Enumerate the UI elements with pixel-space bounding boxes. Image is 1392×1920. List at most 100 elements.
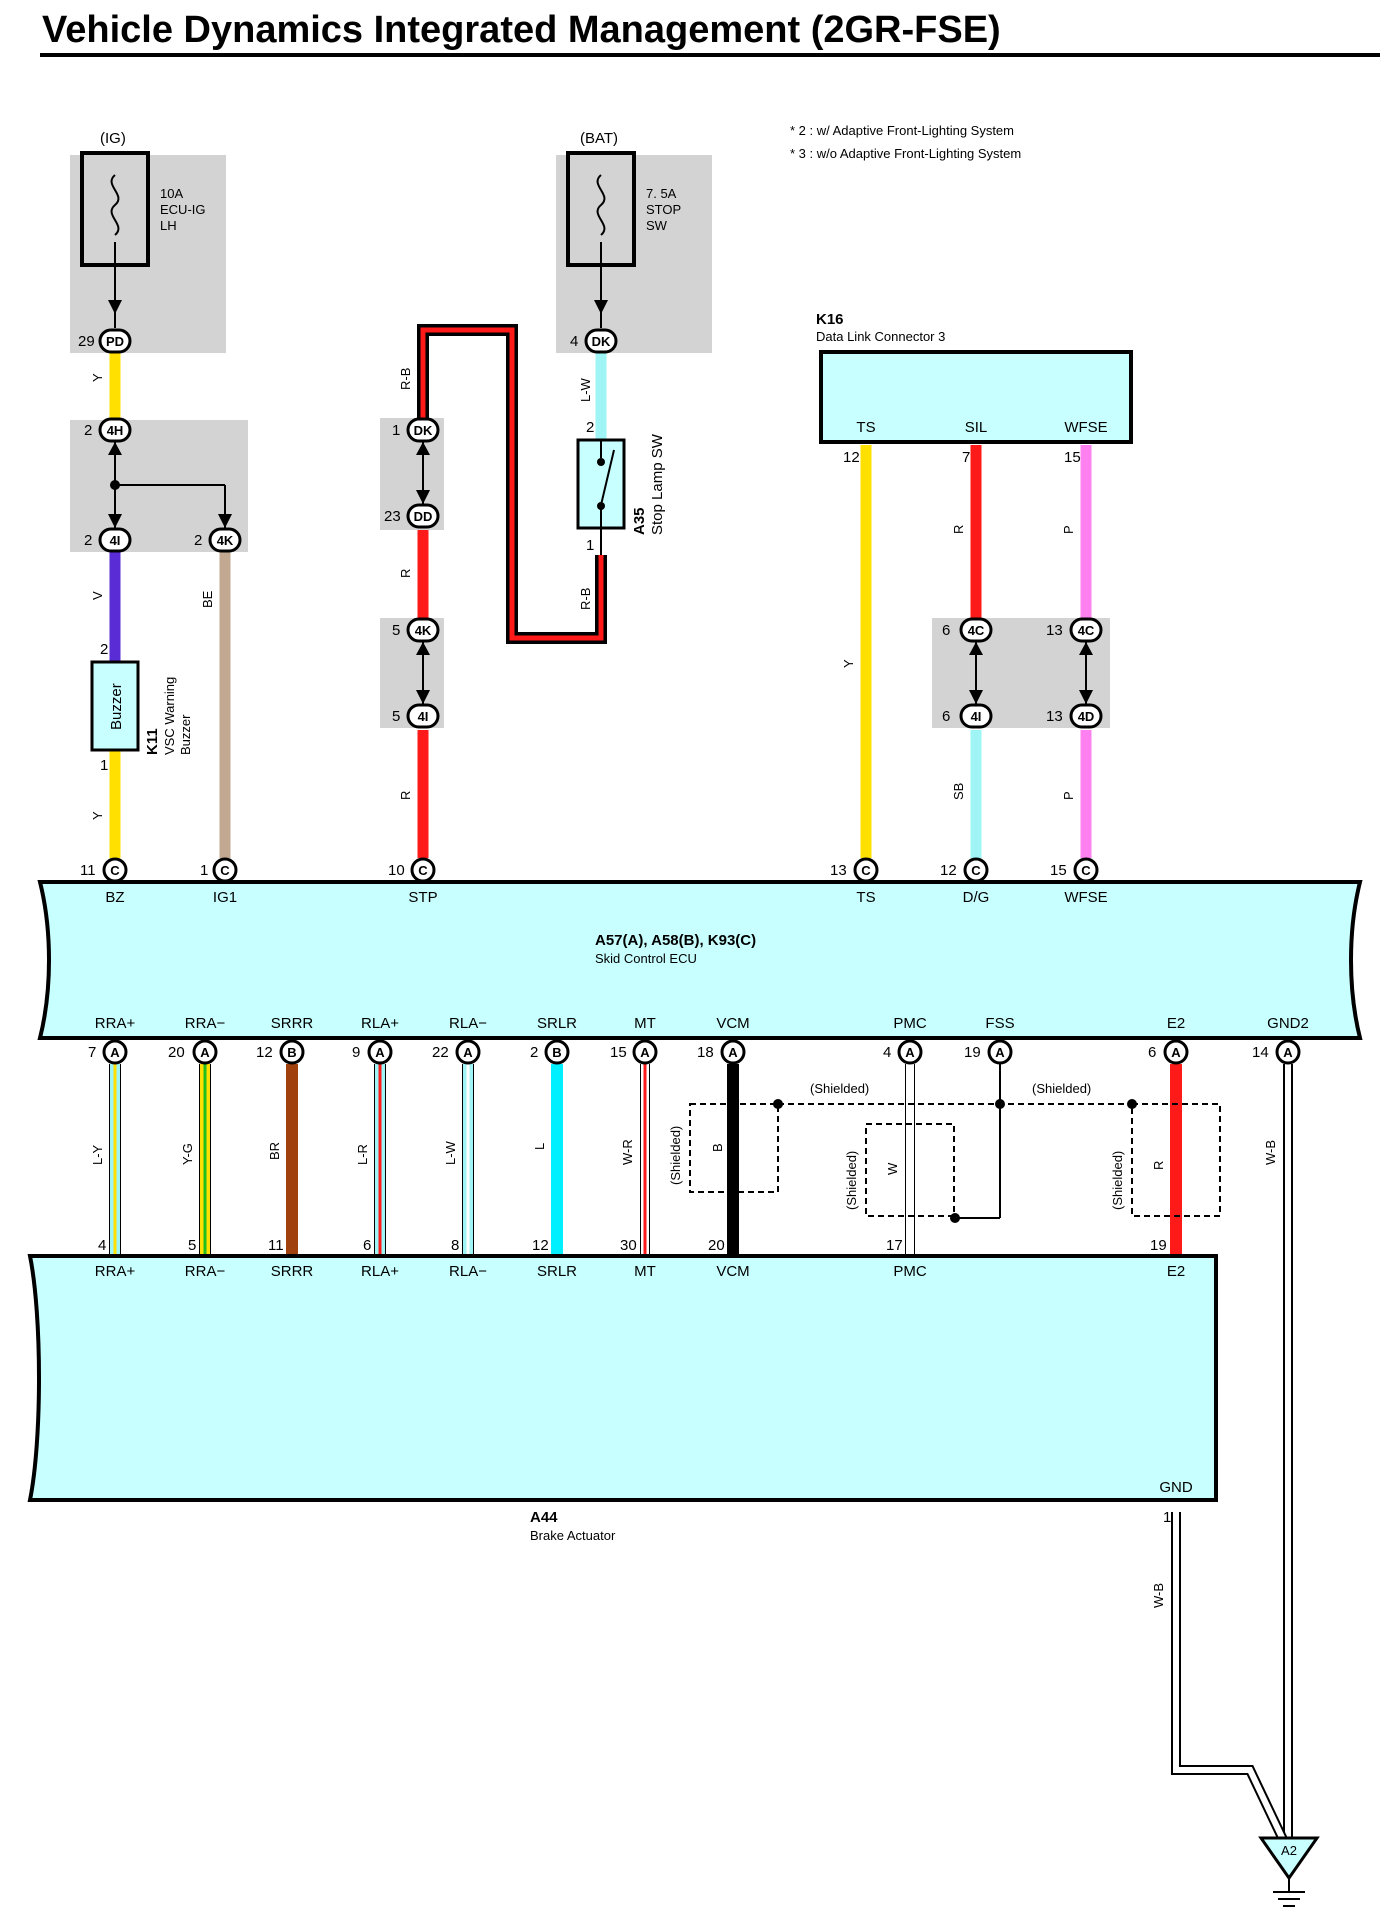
svg-text:P: P	[1061, 525, 1076, 534]
svg-text:13: 13	[830, 862, 847, 879]
svg-text:RRA−: RRA−	[185, 1015, 226, 1032]
svg-text:FSS: FSS	[985, 1015, 1014, 1032]
k16-id: K16	[816, 311, 844, 328]
svg-text:C: C	[1081, 863, 1091, 878]
svg-text:L-W: L-W	[578, 377, 593, 402]
pin-13-4c: 13	[1046, 622, 1063, 639]
pin-4-dk: 4	[570, 333, 578, 350]
k11-id: K11	[144, 728, 161, 755]
fuse-ecu-ig-icon	[110, 174, 120, 236]
svg-text:Y: Y	[841, 659, 856, 668]
actuator-pins: 4 5 11 6 8 12 30 20 17 19	[98, 1237, 1167, 1254]
k11-name-2: Buzzer	[178, 714, 193, 755]
svg-text:SRRR: SRRR	[271, 1015, 314, 1032]
svg-text:20: 20	[168, 1044, 185, 1061]
svg-text:W-R: W-R	[620, 1139, 635, 1165]
ecu-bottom-terminals: RRA+ RRA− SRRR RLA+ RLA− SRLR MT VCM PMC…	[95, 1015, 1309, 1032]
fuse-ecu-ig-line2: ECU-IG	[160, 202, 206, 217]
pin-12-k16: 12	[843, 449, 860, 466]
ground-id: A2	[1281, 1843, 1297, 1858]
svg-text:18: 18	[697, 1044, 714, 1061]
k16-term-ts: TS	[856, 419, 875, 436]
svg-text:4: 4	[883, 1044, 891, 1061]
note-1: * 2 : w/ Adaptive Front-Lighting System	[790, 123, 1014, 138]
svg-text:A: A	[375, 1045, 385, 1060]
switch-blade	[600, 449, 615, 506]
pin-2-4i: 2	[84, 532, 92, 549]
ecu-id: A57(A), A58(B), K93(C)	[595, 932, 756, 949]
k16-term-sil: SIL	[965, 419, 988, 436]
svg-text:R: R	[1151, 1161, 1166, 1170]
shield-label-2: (Shielded)	[1032, 1081, 1091, 1096]
svg-text:MT: MT	[634, 1263, 656, 1280]
svg-text:B: B	[287, 1045, 296, 1060]
svg-text:W-B: W-B	[1151, 1583, 1166, 1608]
svg-text:17: 17	[886, 1237, 903, 1254]
svg-text:SRRR: SRRR	[271, 1263, 314, 1280]
svg-text:V: V	[90, 591, 105, 600]
svg-text:A: A	[1171, 1045, 1181, 1060]
pin-1-dk: 1	[392, 422, 400, 439]
pin-2-4h: 2	[84, 422, 92, 439]
svg-text:C: C	[220, 863, 230, 878]
svg-text:A: A	[995, 1045, 1005, 1060]
pin-1-gnd: 1	[1163, 1509, 1171, 1526]
svg-text:D/G: D/G	[963, 889, 990, 906]
fuse-stop-line1: 7. 5A	[646, 186, 677, 201]
svg-text:SRLR: SRLR	[537, 1015, 577, 1032]
svg-text:RLA+: RLA+	[361, 1263, 399, 1280]
svg-text:BR: BR	[267, 1142, 282, 1160]
svg-text:20: 20	[708, 1237, 725, 1254]
svg-text:A: A	[200, 1045, 210, 1060]
buzzer-label: Buzzer	[108, 683, 125, 730]
svg-text:10: 10	[388, 862, 405, 879]
svg-text:SB: SB	[951, 783, 966, 800]
svg-text:IG1: IG1	[213, 889, 237, 906]
pin-2-4k: 2	[194, 532, 202, 549]
svg-text:A: A	[110, 1045, 120, 1060]
ground-a2	[1258, 1836, 1320, 1881]
svg-text:14: 14	[1252, 1044, 1269, 1061]
ecu-top-connector-letters: C C C C C C	[110, 863, 1091, 878]
svg-text:22: 22	[432, 1044, 449, 1061]
pin-29: 29	[78, 333, 95, 350]
pin-1-sw: 1	[586, 537, 594, 554]
svg-text:RRA+: RRA+	[95, 1263, 136, 1280]
k16-term-wfse: WFSE	[1064, 419, 1107, 436]
svg-text:RRA+: RRA+	[95, 1015, 136, 1032]
actuator-id: A44	[530, 1509, 558, 1526]
junction-pills	[98, 328, 1103, 729]
conn-dd: DD	[414, 509, 433, 524]
shield-label-1: (Shielded)	[810, 1081, 869, 1096]
svg-text:E2: E2	[1167, 1263, 1185, 1280]
svg-text:L-R: L-R	[355, 1144, 370, 1165]
fuse-stop-icon	[596, 174, 606, 236]
pin-15-k16: 15	[1064, 449, 1081, 466]
svg-text:RLA+: RLA+	[361, 1015, 399, 1032]
ecu-top-pins: 11 1 10 13 12 15	[80, 862, 1067, 879]
ground-icon	[1273, 1878, 1305, 1907]
svg-text:L-Y: L-Y	[90, 1144, 105, 1165]
svg-text:R: R	[951, 525, 966, 534]
shield-junction-2	[995, 1099, 1005, 1109]
conn-dk-top: DK	[592, 334, 611, 349]
svg-text:A: A	[463, 1045, 473, 1060]
page-title: Vehicle Dynamics Integrated Management (…	[42, 9, 1001, 51]
a35-id: A35	[631, 507, 648, 535]
svg-text:MT: MT	[634, 1015, 656, 1032]
fuse-stop-line2: STOP	[646, 202, 681, 217]
switch-contact-1	[597, 458, 605, 466]
svg-text:A: A	[1283, 1045, 1293, 1060]
conn-4i-left: 4I	[110, 533, 121, 548]
bat-label: (BAT)	[580, 130, 618, 147]
svg-text:E2: E2	[1167, 1015, 1185, 1032]
svg-text:12: 12	[532, 1237, 549, 1254]
svg-text:R-B: R-B	[398, 368, 413, 390]
svg-text:8: 8	[451, 1237, 459, 1254]
pin-7-k16: 7	[962, 449, 970, 466]
svg-text:P: P	[1061, 791, 1076, 800]
conn-4c-a: 4C	[968, 623, 985, 638]
conn-4i-right: 4I	[971, 709, 982, 724]
svg-text:6: 6	[363, 1237, 371, 1254]
